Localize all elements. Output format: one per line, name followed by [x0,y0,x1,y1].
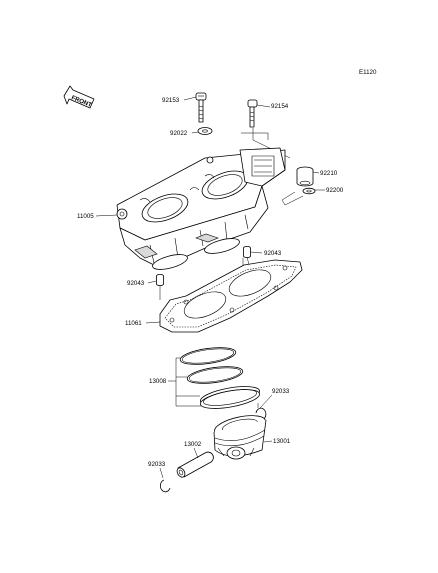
callout-13001: 13001 [273,438,291,445]
cylinder-block-11005 [116,147,286,270]
callout-13008: 13008 [149,378,167,385]
circlip-92033-left [159,479,171,493]
piston-13001 [213,415,267,460]
callout-92043-left: 92043 [127,280,145,287]
washer-92200 [302,187,316,195]
callout-11005: 11005 [77,213,94,220]
dowel-pin-92043-left [156,273,164,286]
bolt-92153 [195,92,207,123]
callout-92153: 92153 [162,97,180,104]
bolt-92154 [247,99,258,128]
piston-ring-set-13008 [179,347,260,409]
callout-92200: 92200 [326,187,344,194]
front-arrow-icon: FRONT [63,85,95,109]
callout-92154: 92154 [271,103,289,110]
callout-13002: 13002 [184,441,202,448]
fitting-92210 [296,166,314,187]
dowel-pin-92043-right [243,245,251,258]
callout-92210: 92210 [320,170,338,177]
callout-92043-right: 92043 [264,250,282,257]
gasket-11061 [159,259,303,333]
washer-92022 [197,127,213,135]
piston-pin-13002 [176,451,214,478]
callout-11061: 11061 [125,320,142,327]
callout-92033-right: 92033 [272,388,290,395]
diagram-code: E1120 [359,69,377,76]
callout-92022: 92022 [170,130,188,137]
callout-92033-left: 92033 [148,461,166,468]
